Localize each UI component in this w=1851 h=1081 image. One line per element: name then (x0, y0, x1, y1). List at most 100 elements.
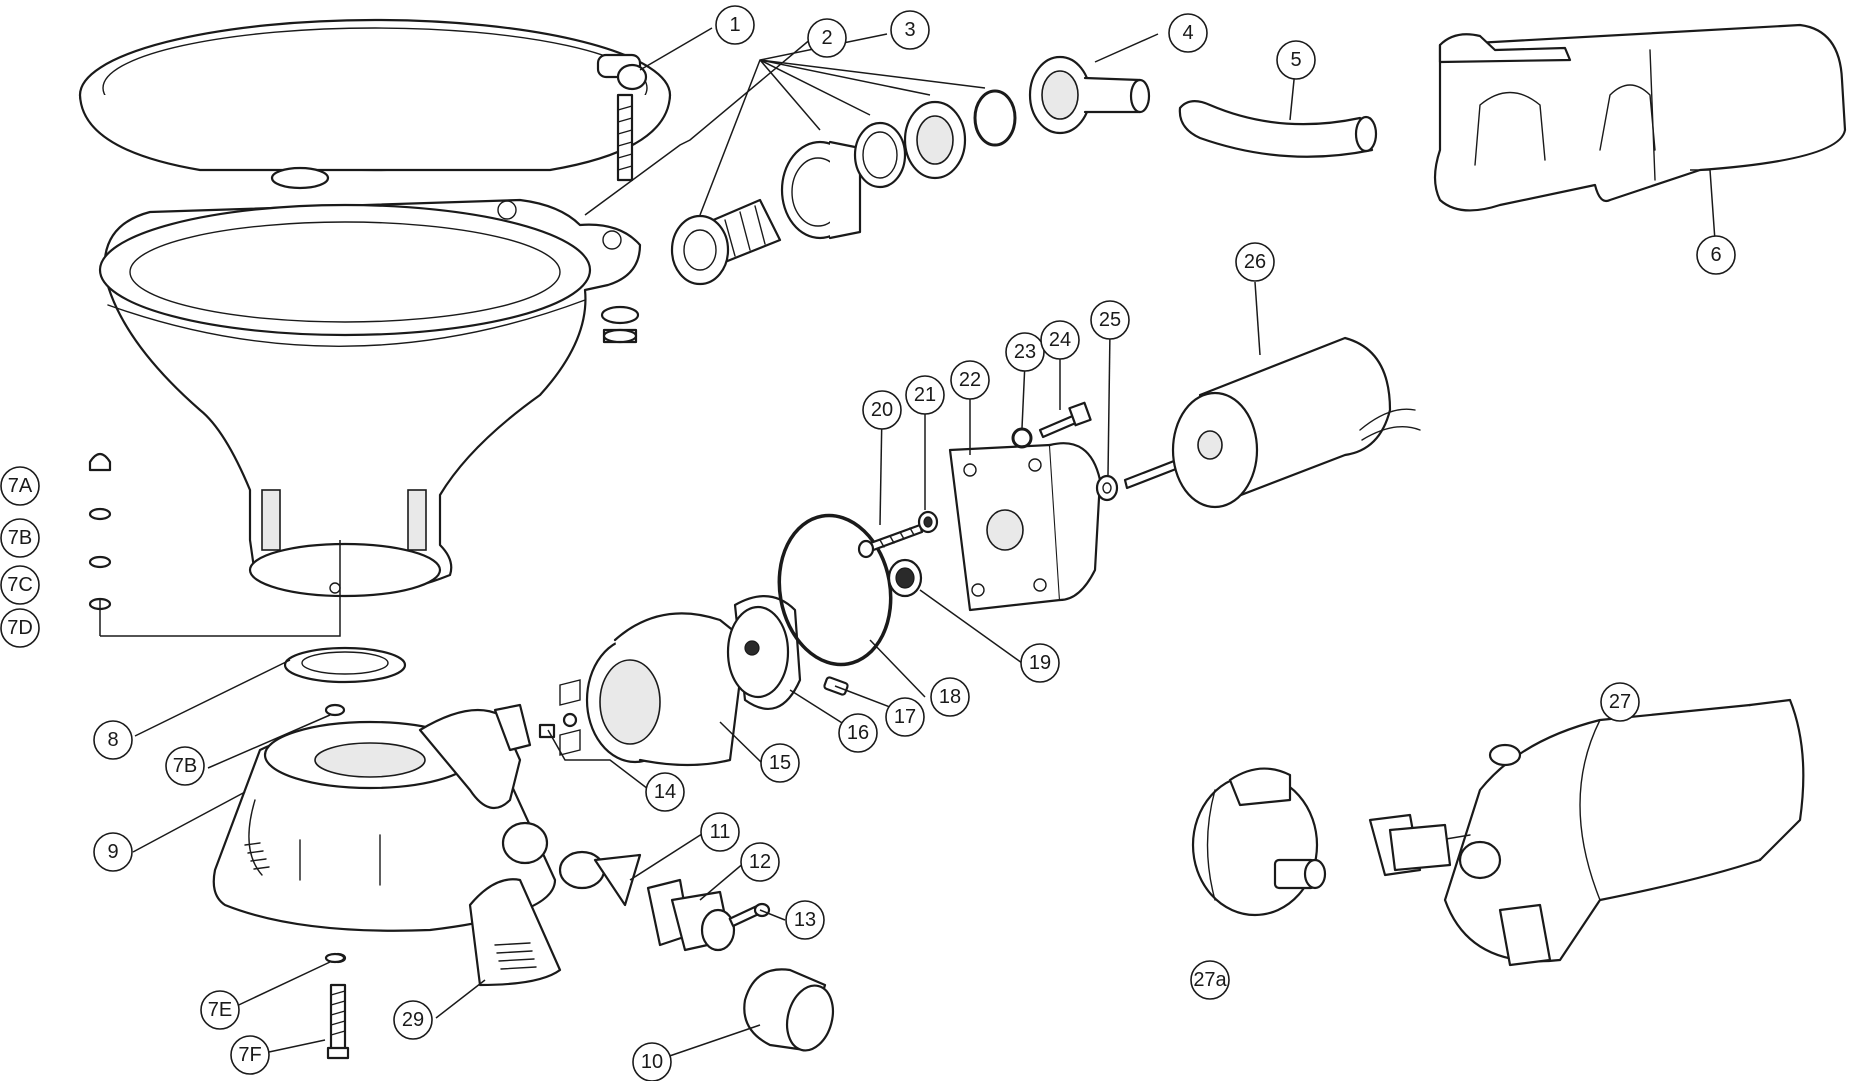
callout-7d: 7D (0, 608, 40, 648)
callout-label: 13 (794, 909, 816, 931)
macerator-flap (468, 878, 562, 987)
callout-label: 15 (769, 752, 791, 774)
callout-label: 24 (1049, 329, 1071, 351)
electric-motor (1123, 336, 1421, 509)
base-gasket (283, 646, 407, 684)
base-washer (324, 952, 346, 964)
outlet-screw (728, 902, 771, 928)
callout-27: 27 (1600, 682, 1640, 722)
callout-2: 2 (807, 18, 847, 58)
callout-label: 7C (7, 574, 33, 596)
shaft-seal (887, 558, 923, 598)
callout-label: 18 (939, 686, 961, 708)
shaft-washer (1095, 474, 1119, 502)
callout-26: 26 (1235, 242, 1275, 282)
motor-cover (1433, 23, 1847, 212)
inlet-o-ring (973, 89, 1017, 147)
compact-pump (1191, 767, 1327, 917)
callout-21: 21 (905, 375, 945, 415)
pump-housing (585, 612, 747, 767)
callout-7b-base: 7B (165, 746, 205, 786)
callout-label: 4 (1182, 22, 1193, 44)
callout-label: 3 (904, 19, 915, 41)
callout-16: 16 (838, 713, 878, 753)
hex-nut (88, 507, 112, 521)
check-valve (558, 850, 642, 907)
callout-label: 7A (8, 475, 33, 497)
hose (1178, 100, 1378, 158)
callout-label: 7F (238, 1044, 261, 1066)
callout-17: 17 (885, 697, 925, 737)
callout-label: 17 (894, 706, 916, 728)
hose-barb-fitting (670, 198, 782, 286)
callout-label: 14 (654, 781, 676, 803)
callout-9: 9 (93, 832, 133, 872)
callout-14: 14 (645, 772, 685, 812)
threaded-ring (903, 100, 967, 180)
outlet-flange (646, 878, 736, 952)
callout-7a: 7A (0, 466, 40, 506)
chopper-blade (538, 679, 581, 756)
assembled-pump (1368, 698, 1805, 967)
lock-washer (88, 555, 112, 569)
impeller (726, 595, 802, 710)
callout-12: 12 (740, 842, 780, 882)
callout-23: 23 (1005, 332, 1045, 372)
hose-elbow (1028, 55, 1151, 135)
callout-15: 15 (760, 743, 800, 783)
callout-25: 25 (1090, 300, 1130, 340)
callout-7f: 7F (230, 1035, 270, 1075)
plate-washer (917, 510, 939, 534)
callout-label: 12 (749, 851, 771, 873)
callout-label: 27 (1609, 691, 1631, 713)
motor-bolt (1038, 401, 1092, 439)
plate-screw (857, 523, 924, 559)
callout-24: 24 (1040, 320, 1080, 360)
motor-plate (948, 442, 1102, 612)
callout-29: 29 (393, 1000, 433, 1040)
callout-label: 23 (1014, 341, 1036, 363)
callout-label: 6 (1710, 244, 1721, 266)
callout-label: 19 (1029, 652, 1051, 674)
callout-6: 6 (1696, 235, 1736, 275)
callout-27a: 27a (1190, 960, 1230, 1000)
callout-label: 7B (173, 755, 197, 777)
callout-label: 1 (729, 14, 740, 36)
callout-label: 26 (1244, 251, 1266, 273)
callout-19: 19 (1020, 643, 1060, 683)
callout-label: 9 (107, 841, 118, 863)
mounting-nuts (600, 305, 640, 344)
pump-base (212, 703, 557, 932)
callout-label: 22 (959, 369, 981, 391)
callout-label: 11 (710, 821, 731, 843)
callout-22: 22 (950, 360, 990, 400)
callout-label: 20 (871, 399, 893, 421)
callout-7e: 7E (200, 990, 240, 1030)
motor-washer (1011, 427, 1033, 449)
callout-label: 8 (107, 729, 118, 751)
callout-label: 7E (208, 999, 232, 1021)
callout-label: 5 (1290, 49, 1301, 71)
callout-label: 7D (7, 617, 33, 639)
callout-7c: 7C (0, 565, 40, 605)
callout-8: 8 (93, 720, 133, 760)
callout-20: 20 (862, 390, 902, 430)
callout-label: 7B (8, 527, 32, 549)
callout-label: 25 (1099, 309, 1121, 331)
toilet-lid (78, 18, 672, 190)
callout-13: 13 (785, 900, 825, 940)
callout-label: 10 (641, 1051, 663, 1073)
callout-1: 1 (715, 5, 755, 45)
inlet-flange (780, 140, 862, 240)
cap-nut (88, 452, 112, 472)
callout-10: 10 (632, 1042, 672, 1081)
callout-label: 2 (821, 27, 832, 49)
toilet-bowl (98, 198, 642, 598)
callout-18: 18 (930, 677, 970, 717)
callout-4: 4 (1168, 13, 1208, 53)
callout-11: 11 (700, 812, 740, 852)
outlet-cap (743, 968, 835, 1052)
inlet-gasket (853, 121, 907, 189)
callout-label: 27a (1193, 969, 1227, 991)
